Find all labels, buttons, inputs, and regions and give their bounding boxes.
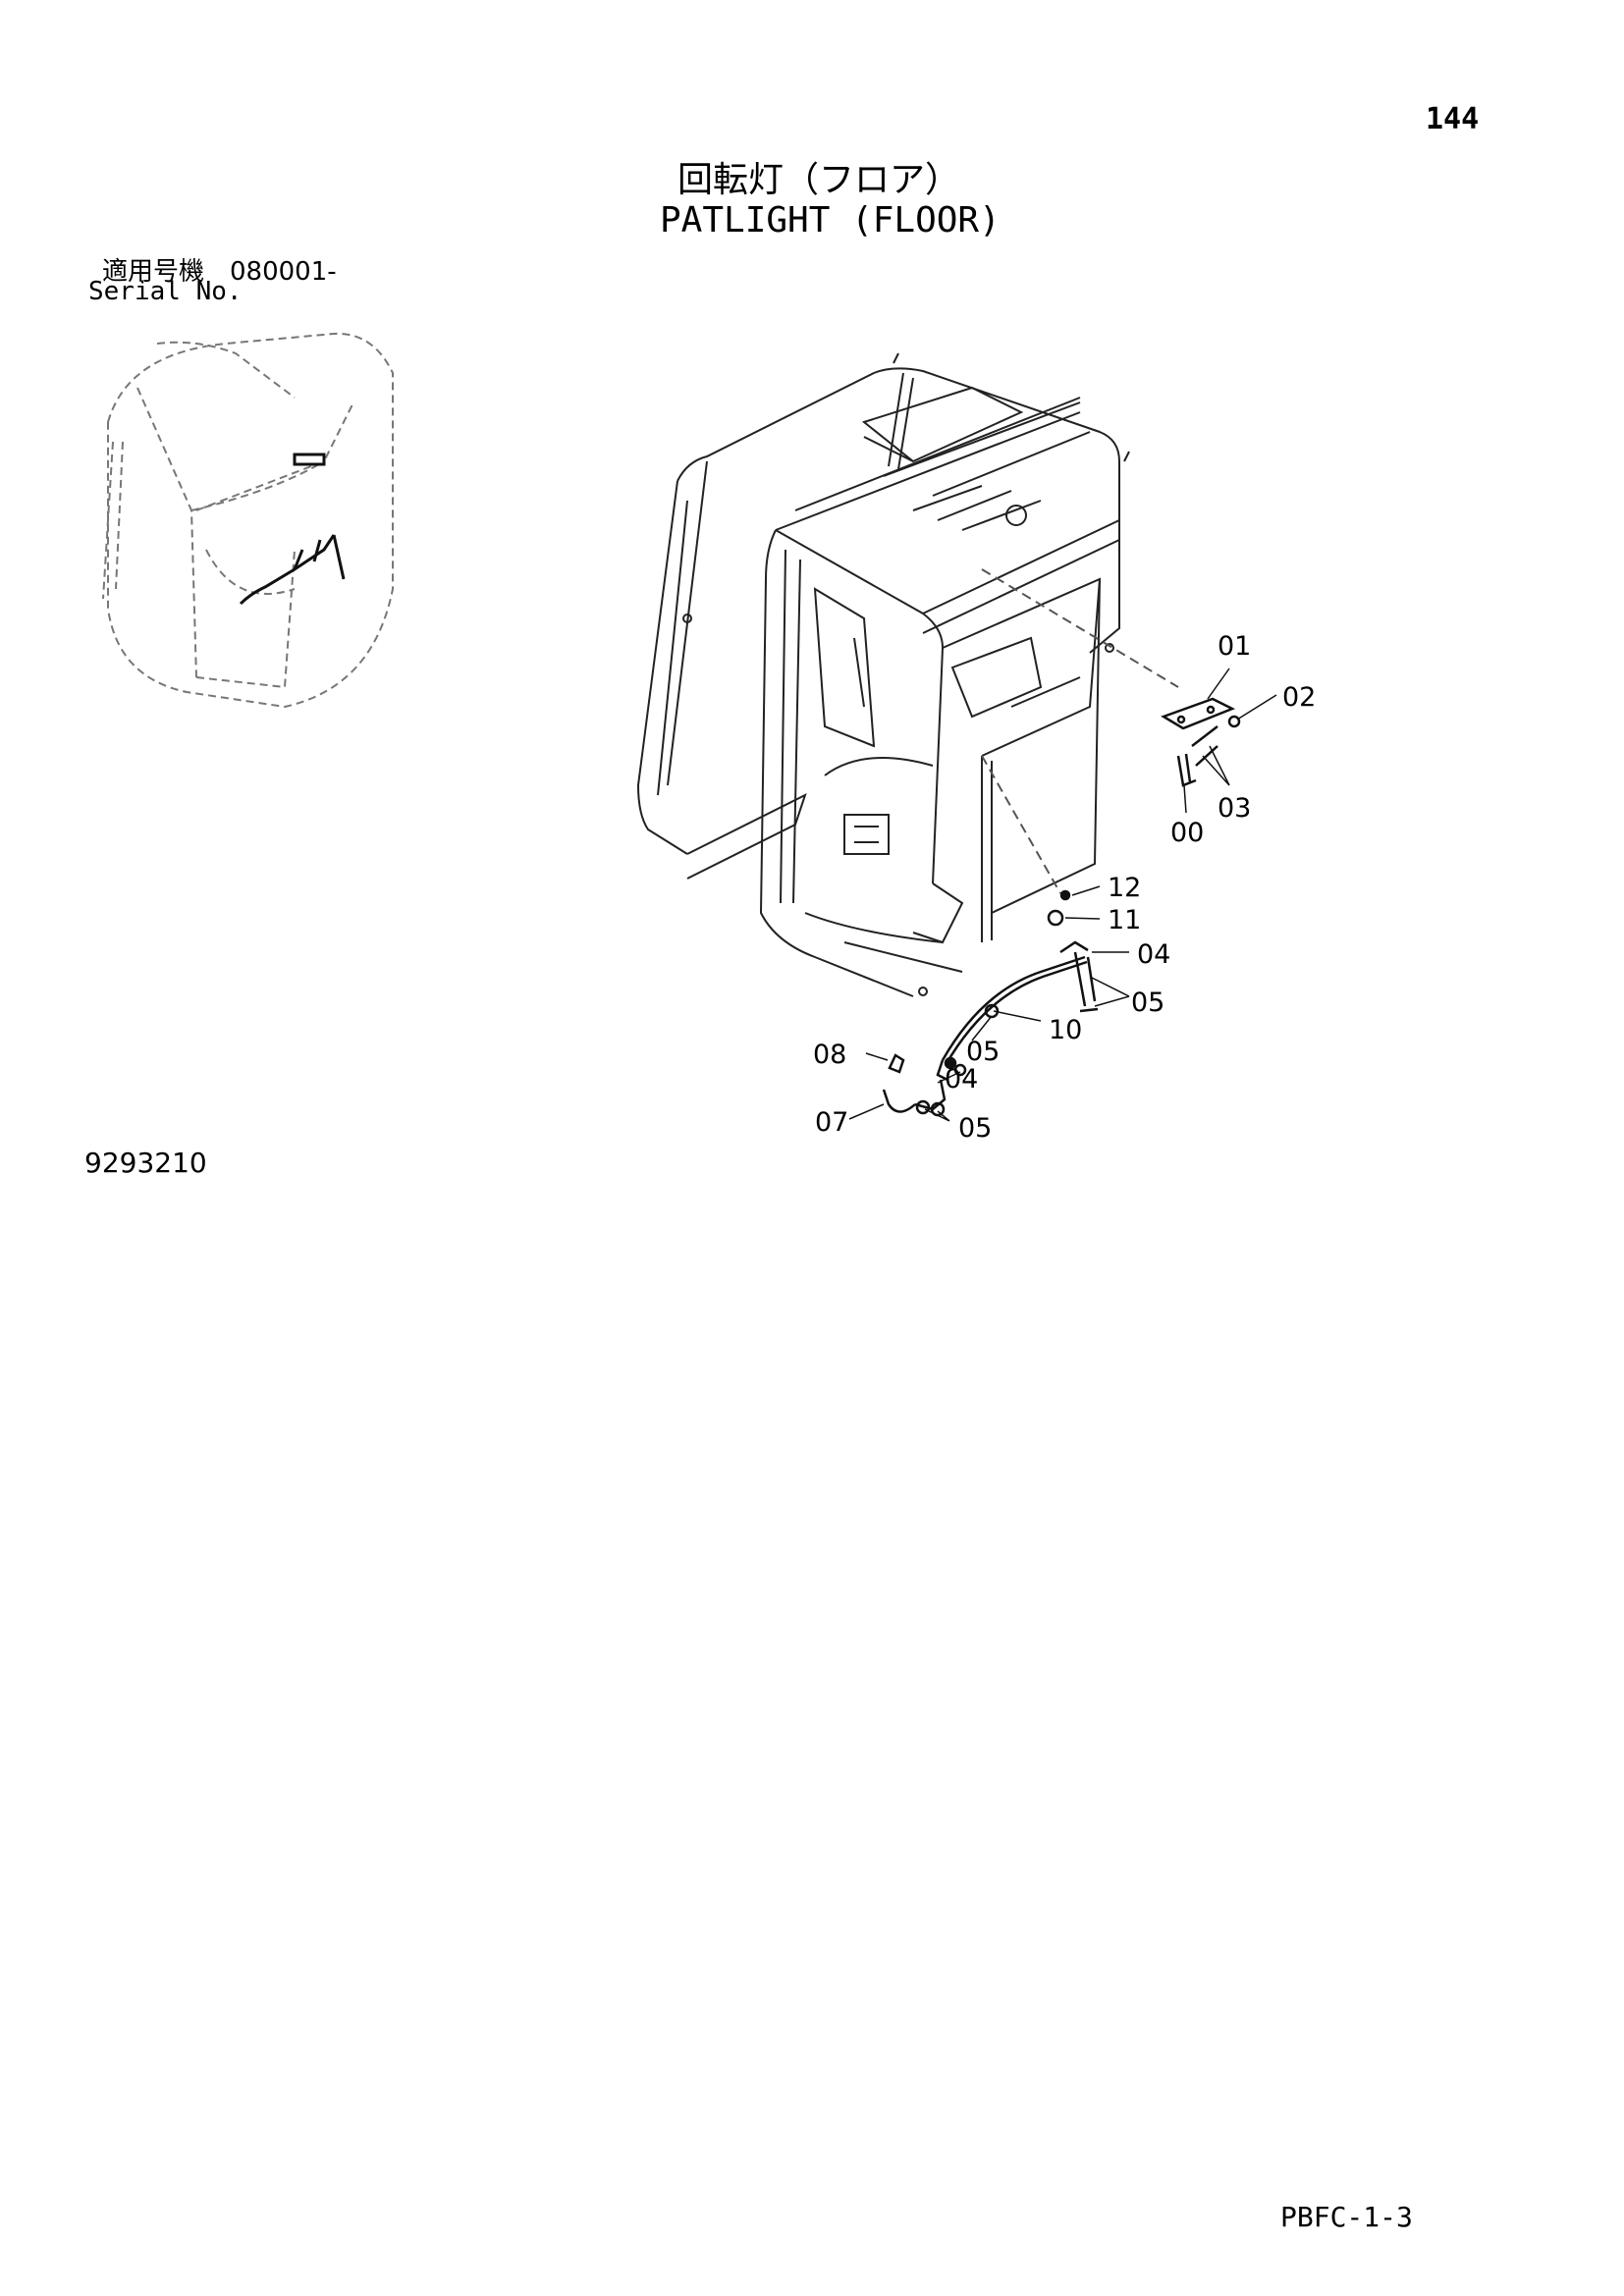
drawing-number: 9293210 xyxy=(84,1147,207,1179)
overview-harness xyxy=(239,453,346,606)
leader-lines xyxy=(848,667,1277,1122)
title-japanese: 回転灯（フロア） xyxy=(677,160,961,200)
callout-08: 08 xyxy=(813,1040,846,1070)
callout-05-lower: 05 xyxy=(958,1113,992,1144)
title-english: PATLIGHT (FLOOR) xyxy=(660,200,1001,240)
callout-04-upper: 04 xyxy=(1137,939,1170,970)
callout-12: 12 xyxy=(1108,873,1141,903)
callout-02: 02 xyxy=(1282,682,1316,713)
serial-label-english: Serial No. xyxy=(88,277,243,306)
callout-05-mid: 05 xyxy=(966,1037,1000,1067)
callouts: 01 02 00 03 12 11 04 05 10 05 08 04 07 0… xyxy=(813,631,1316,1144)
cab-dashed-guides xyxy=(981,568,1179,894)
callout-04-lower: 04 xyxy=(945,1064,978,1095)
callout-11: 11 xyxy=(1108,905,1141,935)
callout-07: 07 xyxy=(815,1107,848,1138)
callout-01: 01 xyxy=(1218,631,1251,662)
bracket-assembly xyxy=(1161,697,1241,787)
callout-05-right: 05 xyxy=(1131,988,1164,1018)
footer-code: PBFC-1-3 xyxy=(1280,2201,1413,2233)
page-number: 144 xyxy=(1426,102,1480,136)
overview-sketch xyxy=(102,332,394,709)
callout-00: 00 xyxy=(1170,818,1204,848)
callout-10: 10 xyxy=(1049,1015,1082,1045)
serial-label-japanese: 適用号機 080001- xyxy=(102,257,337,287)
cab-frame xyxy=(636,352,1130,997)
callout-03: 03 xyxy=(1218,793,1251,824)
harness-assembly xyxy=(882,889,1099,1117)
